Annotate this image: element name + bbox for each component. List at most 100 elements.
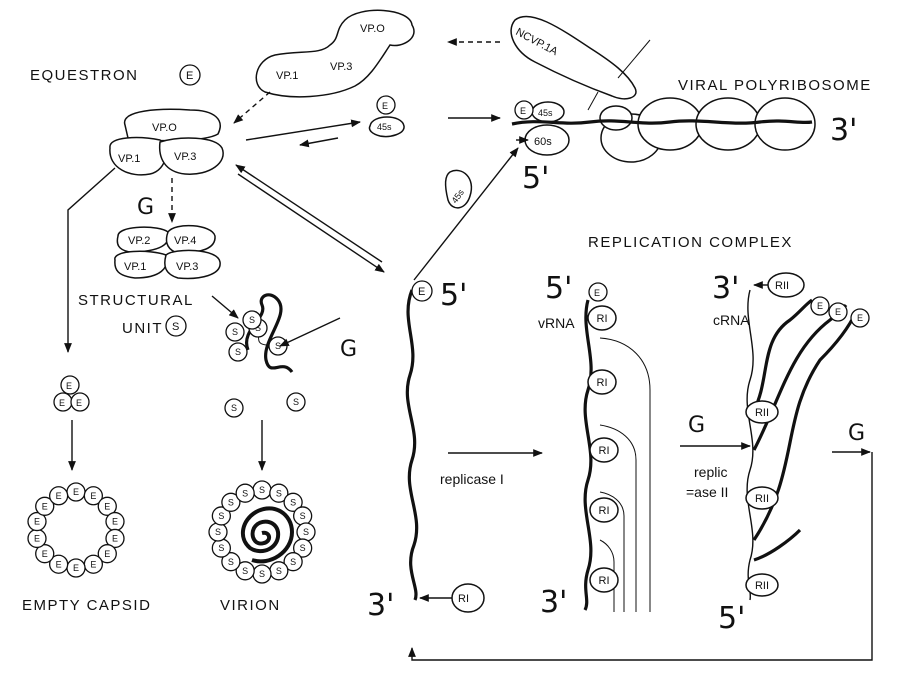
capsid-e-7: E [84,555,102,573]
capsid-e-4: E [106,513,124,531]
svg-text:E: E [56,491,62,501]
capsid-e-11: E [28,529,46,547]
vrna-3prime: 3' [367,588,394,623]
structural-s-text: S [172,321,179,333]
vp1-label-su: VP.1 [124,261,146,273]
g-label-replicase2: G [688,413,705,438]
arrow-structural-to-assembly [212,296,238,318]
e-triplet-1: E [66,381,72,391]
e-text-rc1: E [594,288,600,298]
replication-complex-label: REPLICATION COMPLEX [588,234,793,251]
assembly-s-7: S [225,399,243,417]
rii-1: RII [746,401,778,423]
vp1-label-top: VP.1 [276,70,298,82]
vp3-label-su: VP.3 [176,261,198,273]
equestron-e-text: E [186,70,193,82]
dashed-arrow-to-equestron [234,92,270,123]
crna-template [747,290,753,600]
virion-s-13: S [209,523,227,541]
ncvp1a-blob: NCVP.1A [511,16,650,110]
label-45s-poly: 45s [538,108,553,118]
capsid-e-14: E [50,487,68,505]
svg-text:S: S [235,347,241,357]
ri-2: RI [588,370,616,394]
rii-top-label: RII [775,280,789,292]
svg-text:E: E [73,487,79,497]
empty-capsid-label: EMPTY CAPSID [22,597,151,614]
svg-text:RI: RI [597,313,608,325]
svg-text:S: S [300,543,306,553]
e-triplet-3: E [76,398,82,408]
ri-bottom-label: RI [458,593,469,605]
assembly-s-3: S [269,337,287,355]
cleavage-mark-2 [588,92,598,110]
svg-text:S: S [259,569,265,579]
svg-text:E: E [857,313,863,323]
virion-rna-spiral [243,508,292,561]
vp1-label-eq: VP.1 [118,153,140,165]
svg-text:RI: RI [599,505,610,517]
svg-text:E: E [90,559,96,569]
virion-s-9: S [253,565,271,583]
ri-4: RI [590,498,618,522]
equestron-aggregate: VP.O VP.1 VP.3 [110,109,223,175]
virion-label: VIRION [220,597,281,614]
svg-text:S: S [249,315,255,325]
svg-text:E: E [90,491,96,501]
crna-3prime: 3' [712,271,739,306]
ri-3: RI [590,438,618,462]
crna-5prime: 5' [718,601,745,636]
svg-text:RII: RII [755,493,769,505]
svg-text:RII: RII [755,580,769,592]
svg-text:S: S [276,488,282,498]
rc-vrna-3prime: 3' [540,585,567,620]
precursor-blob-top: VP.O VP.1 VP.3 [256,10,414,96]
svg-text:E: E [112,517,118,527]
double-arrow-b [236,165,382,262]
e-triplet: E E E [54,376,89,411]
svg-text:S: S [293,397,299,407]
e-text-45s: E [382,101,388,111]
virion-s-16: S [236,484,254,502]
crna-e-1: E [811,297,829,315]
replicase1-label: replicase I [440,471,504,487]
e-text-poly: E [520,106,526,116]
replicase2-label-2: =ase II [686,484,728,500]
vp0-label-top: VP.O [360,23,385,35]
vp3-label-top: VP.3 [330,61,352,73]
crna-e-2: E [829,303,847,321]
svg-text:S: S [242,566,248,576]
poly-3prime: 3' [830,113,857,148]
svg-text:E: E [817,301,823,311]
arrow-g-to-assembly [280,318,340,346]
vrna-5prime: 5' [440,278,467,313]
vp2-label: VP.2 [128,235,150,247]
rc2-nascent-strands [754,300,856,560]
crna-e-3: E [851,309,869,327]
svg-text:RI: RI [597,377,608,389]
capsid-e-1: E [67,483,85,501]
vp0-label-eq: VP.O [152,122,177,134]
svg-text:S: S [231,403,237,413]
capsid-e-8: E [67,559,85,577]
svg-text:S: S [232,327,238,337]
svg-text:S: S [215,527,221,537]
virion-s-4: S [294,507,312,525]
svg-text:E: E [42,501,48,511]
arrow-45s-to-poly [414,148,518,280]
ri-stack: RIRIRIRIRI [588,306,618,592]
virion-s-5: S [297,523,315,541]
replicase2-label-1: replic [694,464,727,480]
double-arrow-a [238,174,384,272]
arrow-45s-to-eq [300,138,338,145]
crna-label: cRNA [713,312,750,328]
svg-text:S: S [290,497,296,507]
structural-label: STRUCTURAL [78,292,194,309]
svg-text:S: S [290,557,296,567]
svg-text:E: E [835,307,841,317]
svg-text:E: E [42,549,48,559]
